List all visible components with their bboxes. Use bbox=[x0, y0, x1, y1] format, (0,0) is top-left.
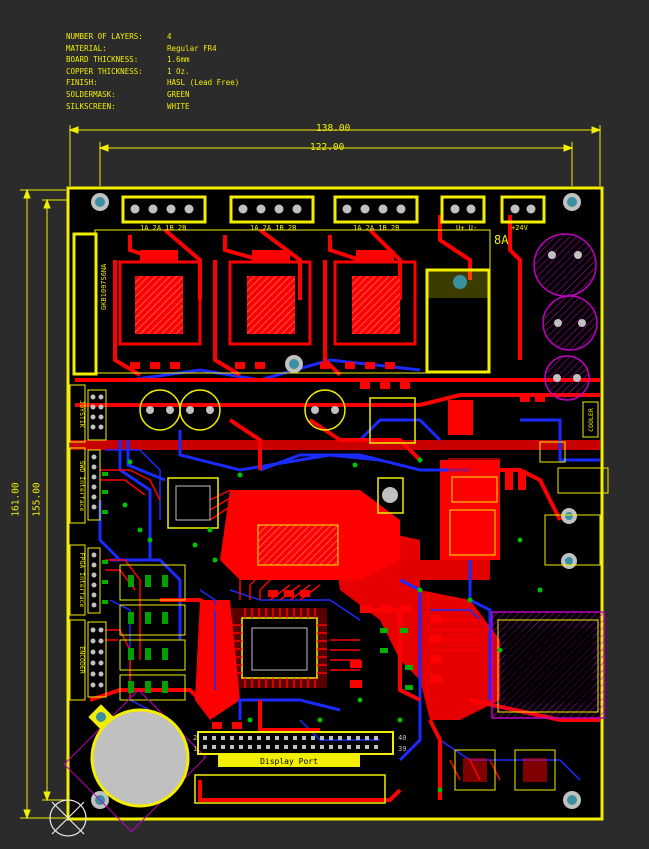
stepper-driver-2 bbox=[228, 250, 312, 346]
outer-width-label: 138.00 bbox=[316, 123, 351, 134]
power-header-label: U+ U- bbox=[456, 224, 477, 232]
capacitor bbox=[304, 389, 346, 431]
mounting-holes bbox=[91, 193, 581, 809]
motor-connector-3 bbox=[333, 195, 419, 224]
resistor-arrays bbox=[119, 564, 186, 701]
bottom-right-ics bbox=[454, 749, 556, 791]
inner-height-label: 155.00 bbox=[31, 482, 43, 517]
supply-header-label: +24V bbox=[511, 224, 529, 232]
display-port-label: Display Port bbox=[260, 757, 318, 766]
top-copper-traces bbox=[75, 215, 600, 802]
spec-row: COPPER THICKNESS:1 Oz. bbox=[66, 66, 190, 76]
cooler-label: COOLER bbox=[587, 408, 595, 432]
fab-spec-table: NUMBER OF LAYERS:4 MATERIAL:Regular FR4 … bbox=[66, 31, 239, 112]
secondary-ics bbox=[167, 397, 609, 566]
fpga-interface-label: FPGA Interface bbox=[78, 553, 86, 608]
pin-label-1: 1 bbox=[193, 745, 197, 753]
pin-label-40: 40 bbox=[398, 734, 406, 742]
spec-row: MATERIAL:Regular FR4 bbox=[66, 43, 217, 53]
driver-header-label: 1A 2A 1B 2B bbox=[250, 224, 296, 232]
power-connector bbox=[440, 195, 486, 224]
capacitors-mid bbox=[139, 389, 346, 431]
pin-label-2: 2 bbox=[193, 734, 197, 742]
motor-connector-1 bbox=[121, 195, 207, 224]
spec-row: SILKSCREEN:WHITE bbox=[66, 101, 190, 111]
motor-connectors bbox=[121, 195, 546, 224]
capacitor bbox=[533, 233, 597, 297]
spec-row: FINISH:HASL (Lead Free) bbox=[66, 78, 240, 88]
inner-width-label: 122.00 bbox=[310, 142, 345, 153]
power-regulator bbox=[425, 268, 491, 374]
outer-height-label: 161.00 bbox=[10, 482, 22, 517]
current-rating-label: 8A bbox=[494, 233, 509, 247]
motor-connector-2 bbox=[229, 195, 315, 224]
dimension-lines bbox=[20, 125, 602, 820]
vias bbox=[122, 457, 543, 793]
origin-marker bbox=[49, 799, 87, 837]
connector-pads bbox=[130, 204, 536, 214]
supply-connector bbox=[500, 195, 546, 224]
spec-row: BOARD THICKNESS:1.6mm bbox=[66, 55, 190, 65]
main-mcu bbox=[232, 608, 327, 688]
driver-part-outline bbox=[72, 232, 98, 376]
pin-label-39: 39 bbox=[398, 745, 406, 753]
capacitors-right bbox=[533, 233, 598, 401]
buzzer bbox=[63, 689, 207, 833]
sd-card-slot bbox=[491, 611, 605, 719]
driver-header-label: 1A 2A 1B 2B bbox=[140, 224, 186, 232]
joystick-label: JOYSTIK bbox=[78, 400, 86, 427]
stepper-driver-1 bbox=[118, 250, 202, 346]
capacitor bbox=[544, 355, 590, 401]
driver-header-labels: 1A 2A 1B 2B 1A 2A 1B 2B 1A 2A 1B 2B U+ U… bbox=[140, 224, 529, 247]
capacitor bbox=[179, 389, 221, 431]
pad-highlights bbox=[102, 472, 413, 690]
stepper-driver-3 bbox=[333, 250, 417, 346]
display-port-pins bbox=[203, 736, 378, 749]
display-port-header: Display Port 2 1 40 39 bbox=[193, 731, 406, 804]
spec-row: SOLDERMASK:GREEN bbox=[66, 89, 190, 99]
encoder-label: ENCODER bbox=[78, 646, 86, 673]
side-interface-labels: JOYSTIK SWD Interface FPGA Interface ENC… bbox=[69, 384, 86, 701]
driver-part-label: GKB1097S6NA bbox=[100, 263, 108, 310]
left-pin-headers bbox=[87, 389, 107, 698]
smd-components bbox=[130, 362, 545, 729]
capacitor bbox=[542, 295, 598, 351]
swd-interface-label: SWD Interface bbox=[78, 461, 86, 512]
spec-row: NUMBER OF LAYERS:4 bbox=[66, 32, 172, 41]
driver-header-label: 1A 2A 1B 2B bbox=[353, 224, 399, 232]
